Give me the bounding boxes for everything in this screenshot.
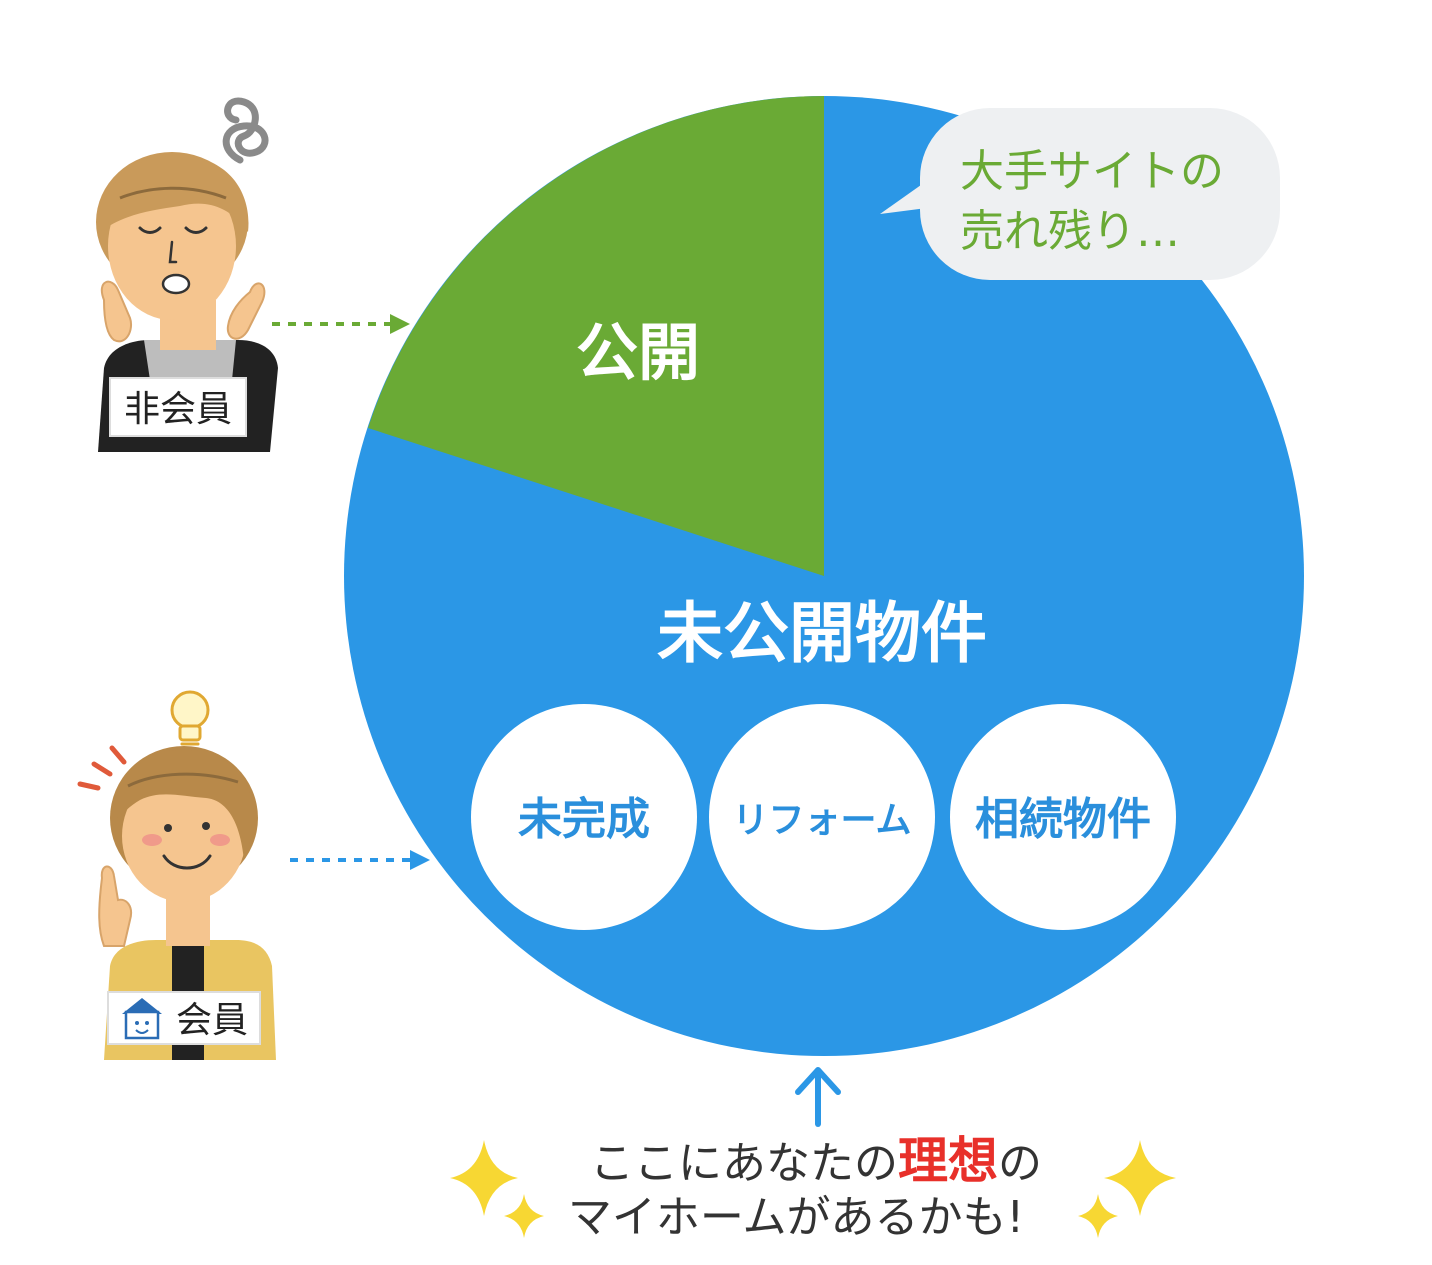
category-circle-reform	[709, 704, 935, 930]
category-label-reform: リフォーム	[733, 800, 912, 841]
caption-line1-before: ここにあなたの	[590, 1138, 898, 1189]
non-member-badge	[109, 377, 247, 437]
non-member-person: 非会員	[96, 97, 278, 452]
lightbulb-icon	[170, 690, 210, 746]
speech-bubble-line2: 売れ残り…	[960, 206, 1180, 257]
non-member-label: 非会員	[124, 389, 232, 430]
category-circle-unfinished	[471, 704, 697, 930]
emphasis-lines-icon	[77, 745, 127, 791]
caption-line1-after: の	[998, 1138, 1042, 1189]
category-circle-inherited	[950, 704, 1176, 930]
speech-bubble-line1: 大手サイトの	[960, 146, 1224, 197]
category-label-inherited: 相続物件	[975, 794, 1151, 845]
arrow-member	[290, 850, 430, 870]
pie-public-slice	[368, 96, 824, 576]
caption: ここにあなたの理想の マイホームがあるかも!	[568, 1132, 1042, 1243]
speech-bubble-body	[920, 108, 1280, 280]
sparkle-icon	[1104, 1140, 1176, 1216]
arrow-non-member	[272, 314, 410, 334]
pie-chart: 公開 未公開物件 未完成 リフォーム 相続物件	[344, 96, 1304, 1056]
category-label-unfinished: 未完成	[518, 794, 650, 845]
confusion-swirl-icon	[222, 97, 269, 164]
member-person: 会員	[77, 690, 276, 1060]
speech-bubble: 大手サイトの 売れ残り…	[880, 108, 1280, 280]
member-label: 会員	[176, 1000, 248, 1041]
sparkles-left	[450, 1140, 544, 1238]
sparkle-icon	[450, 1140, 518, 1216]
sparkle-icon	[504, 1194, 544, 1238]
sparkle-icon	[1078, 1194, 1118, 1238]
caption-line2: マイホームがあるかも!	[568, 1192, 1024, 1243]
svg-text:ここにあなたの理想の: ここにあなたの理想の	[590, 1132, 1042, 1190]
arrow-up	[795, 1067, 841, 1127]
house-logo-icon	[122, 998, 162, 1040]
unpublished-label: 未公開物件	[657, 595, 987, 672]
public-label: 公開	[576, 316, 700, 389]
caption-line1-highlight: 理想	[898, 1132, 998, 1190]
sparkles-right	[1078, 1140, 1176, 1238]
